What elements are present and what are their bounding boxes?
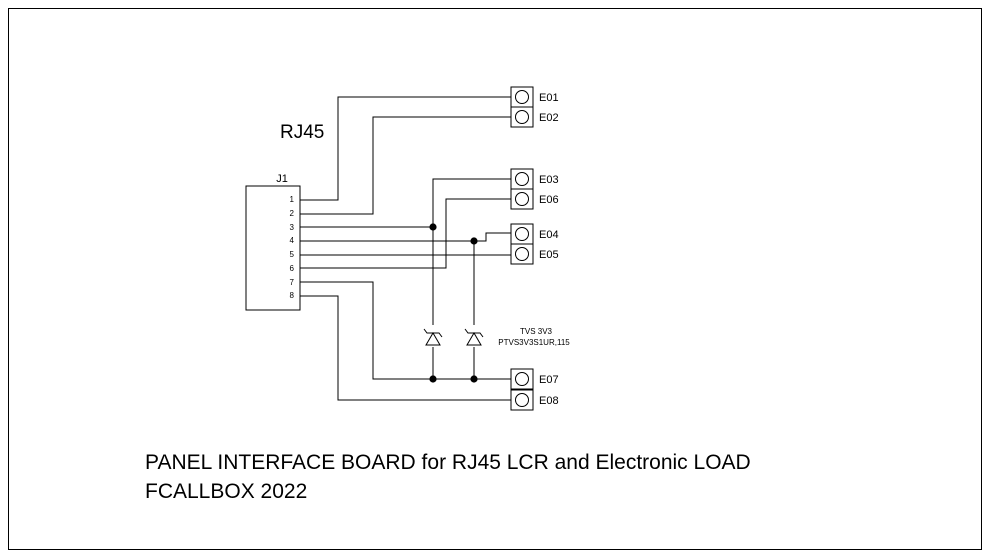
schematic-border [8,8,982,550]
pin-2-label: 2 [290,209,295,218]
pin-6-label: 6 [290,264,295,273]
terminal-label: E06 [539,194,559,206]
wire-pin2-e02 [300,116,511,215]
pin-5-label: 5 [290,250,295,259]
pin-8-label: 8 [290,291,295,300]
tvs-diode-1 [423,325,443,347]
terminal-e08: E08 [510,389,559,411]
junction-dot [429,375,437,383]
wire-pin8-e08 [300,295,511,401]
terminal-label: E02 [539,112,559,124]
terminal-label: E04 [539,229,559,241]
terminal-label: E01 [539,92,559,104]
terminal-hole [515,393,529,407]
terminal-hole [515,192,529,206]
wire-e03 [432,178,511,227]
wires [300,96,511,401]
board-subtitle: FCALLBOX 2022 [145,480,307,503]
terminal-label: E03 [539,174,559,186]
connector-body [245,185,301,311]
terminal-hole [515,372,529,386]
zener-bar [464,328,484,338]
terminal-hole [515,247,529,261]
terminal-e01: E01 [510,86,559,108]
zener-bar [423,328,443,338]
diode-triangle [425,332,441,346]
tvs-diode-2 [464,325,484,347]
pin-3-label: 3 [290,223,295,232]
terminal-e05: E05 [510,243,559,265]
terminal-hole [515,90,529,104]
connector-j1: J1 1 2 3 4 5 6 7 8 [245,173,301,311]
diode-triangle [466,332,482,346]
terminal-e06: E06 [510,188,559,210]
terminal-label: E08 [539,395,559,407]
connector-name: RJ45 [280,122,324,143]
terminal-e04: E04 [510,223,559,245]
wire-pin4-e04 [300,232,511,242]
junction-dot [429,223,437,231]
tvs-value: TVS 3V3 [520,327,553,336]
terminal-hole [515,110,529,124]
terminal-hole [515,227,529,241]
wire-pin6-e06 [300,198,511,269]
terminal-label: E05 [539,249,559,261]
terminal-label: E07 [539,374,559,386]
wire-pin7-e07 [300,281,511,380]
connector-ref: J1 [276,173,288,185]
junctions [429,223,478,383]
wire-pin1-e01 [300,96,511,201]
tvs-part-number: PTVS3V3S1UR,115 [498,338,570,347]
board-title: PANEL INTERFACE BOARD for RJ45 LCR and E… [145,451,751,474]
junction-dot [470,237,478,245]
terminal-hole [515,172,529,186]
terminal-e03: E03 [510,168,559,190]
junction-dot [470,375,478,383]
terminal-e02: E02 [510,106,559,128]
pin-7-label: 7 [290,278,295,287]
terminal-e07: E07 [510,368,559,390]
pin-4-label: 4 [290,236,295,245]
pin-1-label: 1 [290,195,295,204]
